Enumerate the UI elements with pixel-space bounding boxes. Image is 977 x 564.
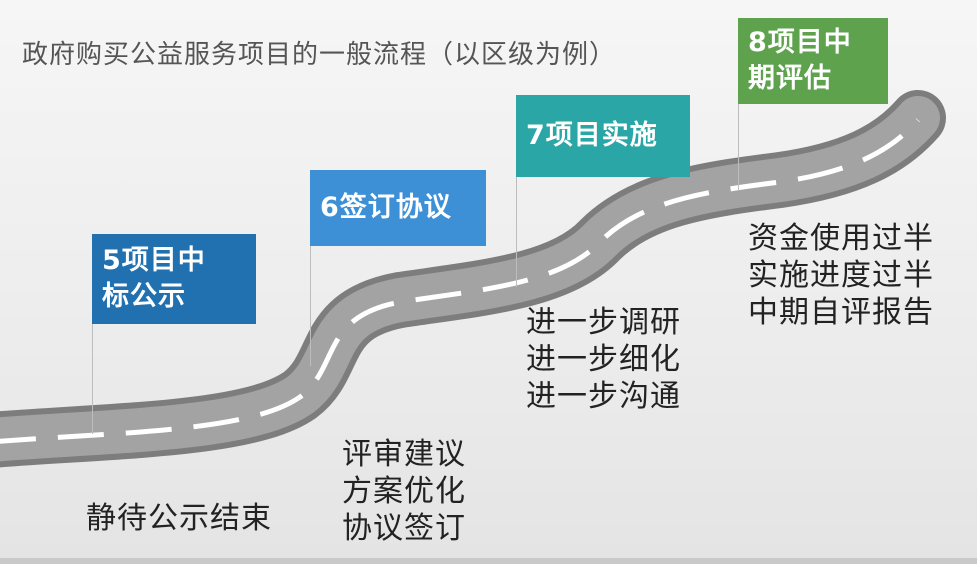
page-title: 政府购买公益服务项目的一般流程（以区级为例） [22,40,617,70]
stage-8-signboard: 8项目中 期评估 [738,18,888,104]
stage-7-signboard: 7项目实施 [516,95,690,177]
signpost-pole [516,177,517,287]
stage-note: 评审建议 [342,437,466,472]
stage-5-signboard: 5项目中 标公示 [92,234,256,324]
stage-5-notes: 静待公示结束 [86,500,272,537]
stage-8-notes: 资金使用过半 实施进度过半 中期自评报告 [748,220,934,331]
stage-note: 进一步细化 [526,342,681,377]
stage-note: 中期自评报告 [748,295,934,330]
stage-6-signboard: 6签订协议 [310,170,486,246]
bottom-border [0,558,977,564]
signpost-pole [738,104,739,190]
stage-note: 资金使用过半 [748,221,934,256]
road-center-line [0,118,920,444]
stage-note: 进一步调研 [526,305,681,340]
stage-7-notes: 进一步调研 进一步细化 进一步沟通 [526,304,681,415]
stage-note: 协议签订 [342,511,466,546]
stage-note: 进一步沟通 [526,379,681,414]
stage-note: 方案优化 [342,474,466,509]
stage-note: 静待公示结束 [86,501,272,536]
stage-note: 实施进度过半 [748,258,934,293]
signpost-pole [310,246,311,366]
signpost-pole [92,324,93,434]
stage-6-notes: 评审建议 方案优化 协议签订 [342,436,466,547]
